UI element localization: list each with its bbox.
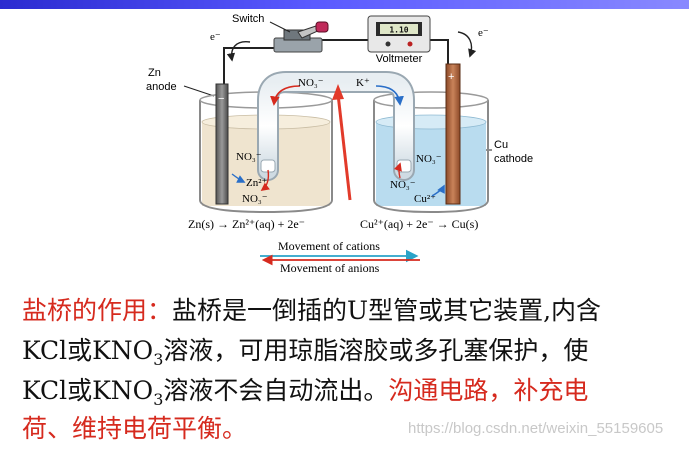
legend-anions-label: Movement of anions	[280, 261, 380, 275]
line2-text-b: 溶液，可用琼脂溶胶或多孔塞保护，使	[163, 336, 589, 365]
voltmeter-label: Voltmeter	[376, 53, 423, 65]
equation-right: Cu²⁺(aq) + 2e⁻ → Cu(s)	[360, 217, 478, 231]
paragraph-line-1: 盐桥的作用：盐桥是一倒插的U型管或其它装置,内含	[22, 292, 682, 330]
paragraph-line-3: KCl或KNO3溶液不会自动流出。沟通电路，补充电	[22, 372, 682, 410]
switch-label: Switch	[232, 13, 264, 25]
cation-flow-arrow-bridge	[375, 85, 404, 106]
electron-label-left: e⁻	[210, 31, 221, 43]
line3-red-text: 沟通电路，补充电	[388, 376, 589, 405]
bridge-k-label: K⁺	[356, 77, 370, 89]
line3-subscript: 3	[153, 390, 164, 409]
voltmeter-reading: 1.10	[389, 26, 408, 35]
zinc-electrode	[215, 83, 229, 205]
electron-label-right: e⁻	[478, 27, 489, 39]
pointer-arrow	[336, 93, 352, 201]
anode-label-line1: Zn	[148, 67, 161, 79]
paragraph-line-2: KCl或KNO3溶液，可用琼脂溶胶或多孔塞保护，使	[22, 332, 682, 370]
copper-electrode	[445, 63, 461, 205]
cathode-label-line1: Cu	[494, 139, 508, 151]
paragraph-line-4: 荷、维持电荷平衡。	[22, 410, 682, 448]
galvanic-cell-diagram: e⁻ e⁻ Switch 1.10 Voltmeter Zn anode Cu …	[146, 13, 533, 275]
anode-label-line2: anode	[146, 81, 177, 93]
watermark: https://blog.csdn.net/weixin_55159605	[408, 420, 664, 437]
header-bar	[0, 0, 689, 9]
line2-subscript: 3	[153, 350, 164, 369]
line3-text-a: KCl或KNO	[22, 376, 154, 405]
switch	[273, 21, 329, 53]
zn-ion-arrow	[231, 173, 246, 183]
line3-text-b: 溶液不会自动流出。	[163, 376, 389, 405]
left-anion-arrow	[260, 169, 270, 192]
cu-ion-arrow	[431, 184, 445, 197]
right-no3-side-label: NO₃⁻	[416, 153, 442, 165]
cathode-label-line2: cathode	[494, 153, 533, 165]
left-no3-tube-label: NO₃⁻	[236, 151, 262, 163]
plus-sign: +	[448, 71, 454, 83]
left-no3-bottom-label: NO₃⁻	[242, 193, 268, 205]
electron-flow-arrow-left	[226, 41, 251, 62]
right-no3-tube-label: NO₃⁻	[390, 179, 416, 191]
line4-red-text: 荷、维持电荷平衡。	[22, 414, 248, 443]
line1-text: 盐桥是一倒插的U型管或其它装置,内含	[172, 296, 602, 325]
wire-circuit	[223, 39, 449, 92]
bridge-no3-label: NO₃⁻	[298, 77, 324, 89]
minus-sign: −	[218, 93, 224, 105]
anion-flow-arrow-bridge	[270, 85, 301, 106]
salt-bridge-heading: 盐桥的作用：	[22, 296, 173, 325]
right-anion-arrow	[393, 162, 402, 179]
line2-text-a: KCl或KNO	[22, 336, 154, 365]
voltmeter: 1.10	[367, 15, 431, 53]
equation-left: Zn(s) → Zn²⁺(aq) + 2e⁻	[188, 217, 305, 231]
legend-cations-label: Movement of cations	[278, 239, 380, 253]
right-cu2-label: Cu²⁺	[414, 193, 436, 205]
electron-flow-arrow-right	[457, 31, 477, 58]
